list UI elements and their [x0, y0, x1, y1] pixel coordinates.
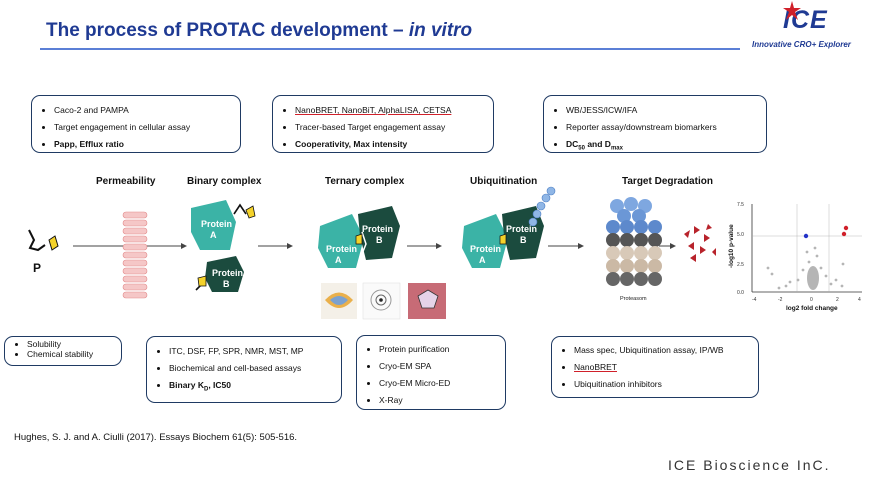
assay-item: Mass spec, Ubiquitination assay, IP/WB — [574, 345, 750, 355]
svg-text:Protein: Protein — [201, 219, 232, 229]
assay-item: Tracer-based Target engagement assay — [295, 122, 485, 132]
assay-readout: Binary KD, IC50 — [169, 380, 333, 393]
svg-text:log2 fold change: log2 fold change — [786, 305, 838, 312]
logo-tagline: Innovative CRO+ Explorer — [752, 40, 851, 49]
svg-text:Protein: Protein — [470, 244, 501, 254]
svg-text:B: B — [376, 235, 383, 245]
assay-readout: Papp, Efflux ratio — [54, 139, 232, 149]
structure-thumbnails — [321, 282, 446, 320]
svg-text:0: 0 — [810, 297, 813, 303]
stage-ubiquitination: Ubiquitination — [470, 176, 538, 187]
assay-item: ITC, DSF, FP, SPR, NMR, MST, MP — [169, 346, 333, 356]
svg-text:B: B — [223, 279, 230, 289]
svg-text:2.5: 2.5 — [737, 262, 744, 268]
ubiquitin-chain-icon — [528, 186, 556, 227]
assay-item: Target engagement in cellular assay — [54, 122, 232, 132]
svg-text:4: 4 — [858, 297, 861, 303]
assay-item: Cryo-EM SPA — [379, 361, 497, 371]
stage-target-degradation: Target Degradation — [622, 176, 713, 187]
ubiquitination-assay-box: Mass spec, Ubiquitination assay, IP/WB N… — [551, 336, 759, 398]
assay-item: Ubiquitination inhibitors — [574, 379, 750, 389]
citation: Hughes, S. J. and A. Ciulli (2017). Essa… — [14, 432, 298, 443]
assay-item: Solubility — [27, 339, 113, 349]
assay-readout: DC50 and Dmax — [566, 139, 758, 152]
page-title: The process of PROTAC development – in v… — [46, 20, 473, 41]
proteasome-icon: Proteasom — [606, 197, 662, 302]
svg-text:A: A — [479, 255, 486, 265]
svg-text:Protein: Protein — [506, 224, 537, 234]
degraded-fragments-icon — [684, 224, 716, 262]
stage-ternary-complex: Ternary complex — [325, 176, 405, 187]
assay-item: Chemical stability — [27, 349, 113, 359]
svg-text:A: A — [335, 255, 342, 265]
svg-text:B: B — [520, 235, 527, 245]
protac-label: P — [33, 261, 41, 275]
assay-item: WB/JESS/ICW/IFA — [566, 105, 758, 115]
assay-readout: Cooperativity, Max intensity — [295, 139, 485, 149]
svg-text:A: A — [210, 230, 217, 240]
svg-text:Protein: Protein — [362, 224, 393, 234]
stage-permeability: Permeability — [96, 176, 156, 187]
logo-mark-icon — [783, 1, 801, 20]
physchem-box: Solubility Chemical stability — [4, 336, 122, 366]
svg-text:Protein: Protein — [212, 268, 243, 278]
svg-text:2: 2 — [836, 297, 839, 303]
assay-item: NanoBRET, NanoBiT, AlphaLISA, CETSA — [295, 105, 485, 115]
svg-text:0.0: 0.0 — [737, 290, 744, 296]
title-underline — [40, 48, 740, 50]
cell-membrane-icon — [122, 211, 148, 299]
volcano-plot-thumbnail: 7.5 5.0 2.5 0.0 -4 -2 0 2 4 log2 fold ch… — [728, 202, 862, 312]
svg-text:7.5: 7.5 — [737, 202, 744, 208]
structural-biology-box: Protein purification Cryo-EM SPA Cryo-EM… — [356, 335, 506, 410]
binary-protein-b-icon: Protein B — [195, 256, 244, 292]
binary-biophysics-box: ITC, DSF, FP, SPR, NMR, MST, MP Biochemi… — [146, 336, 342, 403]
stage-binary-complex: Binary complex — [187, 176, 262, 187]
ubiquitination-complex-icon: Protein A Protein B — [462, 206, 544, 268]
svg-text:Proteasom: Proteasom — [620, 296, 647, 302]
svg-text:Protein: Protein — [326, 244, 357, 254]
svg-text:5.0: 5.0 — [737, 232, 744, 238]
assay-item: Reporter assay/downstream biomarkers — [566, 122, 758, 132]
assay-item: X-Ray — [379, 395, 497, 405]
protac-molecule-icon: P — [28, 229, 59, 275]
assay-item: NanoBRET — [574, 362, 750, 372]
svg-text:-2: -2 — [778, 297, 783, 303]
assay-item: Cryo-EM Micro-ED — [379, 378, 497, 388]
permeability-assay-box: Caco-2 and PAMPA Target engagement in ce… — [31, 95, 241, 153]
assay-item: Caco-2 and PAMPA — [54, 105, 232, 115]
assay-item: Protein purification — [379, 344, 497, 354]
company-footer: ICE Bioscience InC. — [668, 457, 831, 473]
binary-protein-a-icon: Protein A — [191, 200, 256, 250]
degradation-assay-box: WB/JESS/ICW/IFA Reporter assay/downstrea… — [543, 95, 767, 153]
company-logo: ICE — [783, 1, 828, 35]
assay-item: Biochemical and cell-based assays — [169, 363, 333, 373]
binary-assay-box: NanoBRET, NanoBiT, AlphaLISA, CETSA Trac… — [272, 95, 494, 153]
ternary-complex-icon: Protein A Protein B — [318, 206, 400, 268]
svg-text:-4: -4 — [752, 297, 757, 303]
svg-text:-log10 p-value: -log10 p-value — [728, 224, 735, 268]
